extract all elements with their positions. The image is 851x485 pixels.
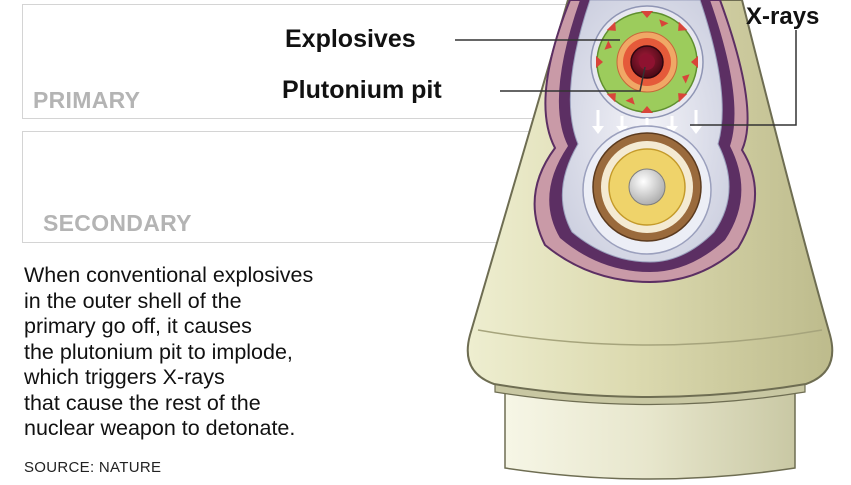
description-line: the plutonium pit to implode, (24, 340, 464, 366)
plutonium-pit (631, 46, 663, 78)
xrays-callout: X-rays (746, 3, 819, 31)
secondary-stage (583, 126, 711, 254)
explosives-callout: Explosives (285, 25, 416, 54)
description: When conventional explosives in the oute… (24, 263, 464, 442)
source-credit: SOURCE: NATURE (24, 459, 161, 476)
description-line: which triggers X-rays (24, 365, 464, 391)
plutonium-pit-callout: Plutonium pit (282, 76, 442, 105)
description-line: When conventional explosives (24, 263, 464, 289)
description-line: nuclear weapon to detonate. (24, 416, 464, 442)
description-line: primary go off, it causes (24, 314, 464, 340)
description-line: in the outer shell of the (24, 289, 464, 315)
description-line: that cause the rest of the (24, 391, 464, 417)
